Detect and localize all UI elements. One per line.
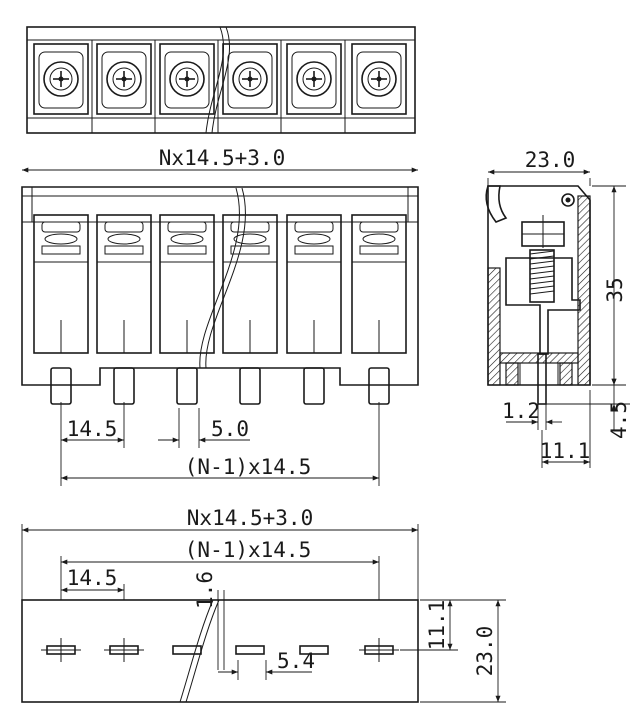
thread-line (529, 280, 555, 285)
top-cell-frame (164, 51, 210, 109)
screw-center (184, 76, 190, 82)
slot (172, 645, 202, 655)
screw-cap (104, 221, 144, 233)
thread-line (529, 255, 555, 260)
screw-head (106, 61, 142, 97)
bottom-overall-dim: Nx14.5+3.0 (187, 506, 313, 530)
slot (299, 645, 329, 655)
top-cell-frame (356, 51, 402, 109)
washer (107, 233, 141, 245)
pitch-dim: 14.5 (67, 417, 118, 441)
screw-ring (367, 67, 391, 91)
screw-center (311, 76, 317, 82)
slot (235, 645, 265, 655)
washer (362, 233, 396, 245)
top-cell (286, 43, 342, 115)
top-cell (159, 43, 215, 115)
top-view (26, 26, 416, 134)
top-cell-frame (227, 51, 273, 109)
top-cell (351, 43, 407, 115)
thread-line (529, 285, 555, 290)
screw-head (43, 61, 79, 97)
side-view: 23.0 35 (485, 148, 631, 468)
hole-size-dim: 1.6 (193, 571, 217, 609)
bottom-view: Nx14.5+3.0 (N-1)x14.5 14.5 1.6 5.4 23.0 … (21, 506, 506, 703)
washer (297, 233, 331, 245)
thread-line (529, 260, 555, 265)
washer (44, 233, 78, 245)
thread-line (529, 250, 555, 255)
wire-front-2 (205, 187, 246, 369)
front-overall-dim: Nx14.5+3.0 (159, 146, 285, 170)
pin (303, 367, 325, 405)
screw-head (169, 61, 205, 97)
clamp-top (230, 245, 270, 255)
screw-head (361, 61, 397, 97)
screw-ring (238, 67, 262, 91)
screw-center (121, 76, 127, 82)
side-height-dim: 35 (603, 277, 627, 302)
pin-width-dim: 5.0 (211, 417, 249, 441)
pin-offset-dim: 11.1 (540, 439, 591, 463)
screw-ring (49, 67, 73, 91)
screw-cap (167, 221, 207, 233)
wire-top (205, 26, 224, 134)
pin (50, 367, 72, 405)
wire-top-2 (211, 26, 230, 134)
clamp-top (359, 245, 399, 255)
top-cell (33, 43, 89, 115)
top-cell-frame (291, 51, 337, 109)
screw-center (376, 76, 382, 82)
screw-head (296, 61, 332, 97)
wire-front (199, 187, 240, 369)
top-cell-frame (38, 51, 84, 109)
washer (170, 233, 204, 245)
pin-thickness-dim: 1.2 (502, 399, 540, 423)
screw-cap (294, 221, 334, 233)
bottom-depth-dim: 23.0 (473, 626, 497, 677)
bottom-span-dim: (N-1)x14.5 (185, 538, 311, 562)
screw-ring (302, 67, 326, 91)
thread-line (529, 265, 555, 270)
top-cell (222, 43, 278, 115)
pin (239, 367, 261, 405)
wire-bottom (179, 599, 214, 703)
thread-line (529, 270, 555, 275)
thread-line (529, 275, 555, 280)
slot-length-dim: 5.4 (277, 649, 315, 673)
clamp-top (104, 245, 144, 255)
screw-center (58, 76, 64, 82)
pin (176, 367, 198, 405)
bottom-offset-dim: 11.1 (425, 600, 449, 651)
pin (368, 367, 390, 405)
screw-ring (175, 67, 199, 91)
pin (113, 367, 135, 405)
pin-length-dim: 4.5 (607, 401, 631, 439)
bottom-pitch-dim: 14.5 (67, 566, 118, 590)
clamp-top (41, 245, 81, 255)
screw-ring (112, 67, 136, 91)
top-cell (96, 43, 152, 115)
screw-head (232, 61, 268, 97)
front-view: Nx14.5+3.0 14.5 5.0 (N-1)x14.5 (21, 146, 419, 486)
clamp-top (294, 245, 334, 255)
washer (233, 233, 267, 245)
side-width-dim: 23.0 (525, 148, 576, 172)
wire-bottom-2 (185, 599, 220, 703)
front-span-dim: (N-1)x14.5 (185, 455, 311, 479)
screw-cap (230, 221, 270, 233)
screw-cap (359, 221, 399, 233)
thread-line (529, 290, 555, 295)
screw-cap (41, 221, 81, 233)
top-cell-frame (101, 51, 147, 109)
screw-center (247, 76, 253, 82)
clamp-top (167, 245, 207, 255)
